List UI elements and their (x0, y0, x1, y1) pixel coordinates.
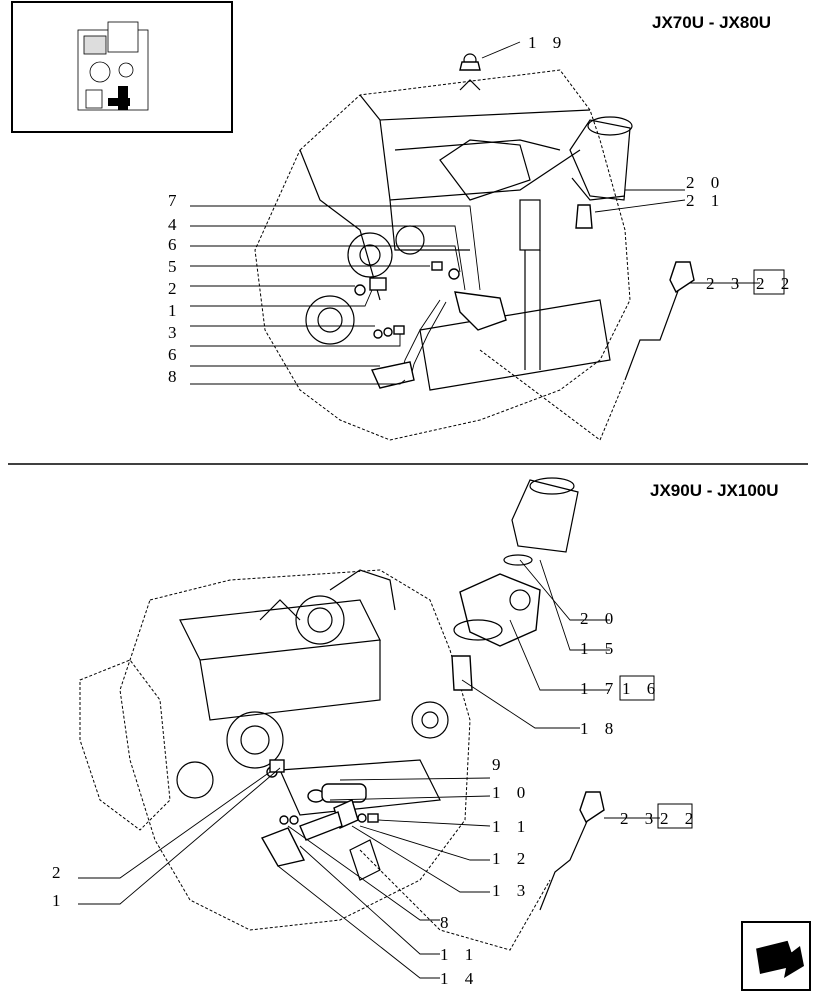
callout-20: 2 0 (686, 173, 725, 192)
callout-11a: 1 1 (492, 817, 531, 836)
callouts-bottom: 2 0 1 5 1 7 1 6 1 8 9 1 0 1 1 1 2 1 3 8 … (52, 609, 699, 988)
callout-21: 2 1 (686, 191, 725, 210)
model-label-bottom: JX90U - JX100U (650, 481, 779, 500)
callout-14: 1 4 (440, 969, 479, 988)
callout-10: 1 0 (492, 783, 531, 802)
callout-1b: 1 (52, 891, 67, 910)
callout-7: 7 (168, 191, 183, 210)
callout-6a: 6 (168, 235, 183, 254)
callout-3: 3 (168, 323, 183, 342)
leader-lines-bottom (78, 559, 693, 979)
callout-16: 1 6 (622, 679, 661, 698)
model-label-top: JX70U - JX80U (652, 13, 771, 32)
callout-17: 1 7 (580, 679, 619, 698)
callout-18: 1 8 (580, 719, 619, 738)
callout-22: 2 2 (756, 274, 795, 293)
engine-drawing-top (254, 53, 695, 441)
callout-19: 1 9 (528, 33, 567, 52)
callout-6b: 6 (168, 345, 183, 364)
callout-11b: 1 1 (440, 945, 479, 964)
callout-2b: 2 (52, 863, 67, 882)
callout-13: 1 3 (492, 881, 531, 900)
back-button[interactable] (741, 921, 811, 991)
engine-thumbnail-icon (77, 21, 149, 111)
callout-23b: 2 3 (620, 809, 659, 828)
callout-15: 1 5 (580, 639, 619, 658)
thumbnail-box[interactable] (11, 1, 233, 133)
callout-8: 8 (168, 367, 183, 386)
leader-lines-top (190, 41, 785, 385)
callout-22b: 2 2 (660, 809, 699, 828)
callout-5: 5 (168, 257, 183, 276)
callout-9: 9 (492, 755, 507, 774)
callouts-top: 1 9 2 0 2 1 2 3 2 2 7 4 6 5 2 1 3 6 8 (168, 33, 795, 386)
callout-12: 1 2 (492, 849, 531, 868)
callout-8b: 8 (440, 913, 455, 932)
callout-23: 2 3 (706, 274, 745, 293)
callout-1: 1 (168, 301, 183, 320)
callout-2: 2 (168, 279, 183, 298)
callout-4: 4 (168, 215, 183, 234)
back-arrow-icon (755, 939, 804, 978)
engine-drawing-bottom (79, 477, 605, 951)
callout-20b: 2 0 (580, 609, 619, 628)
